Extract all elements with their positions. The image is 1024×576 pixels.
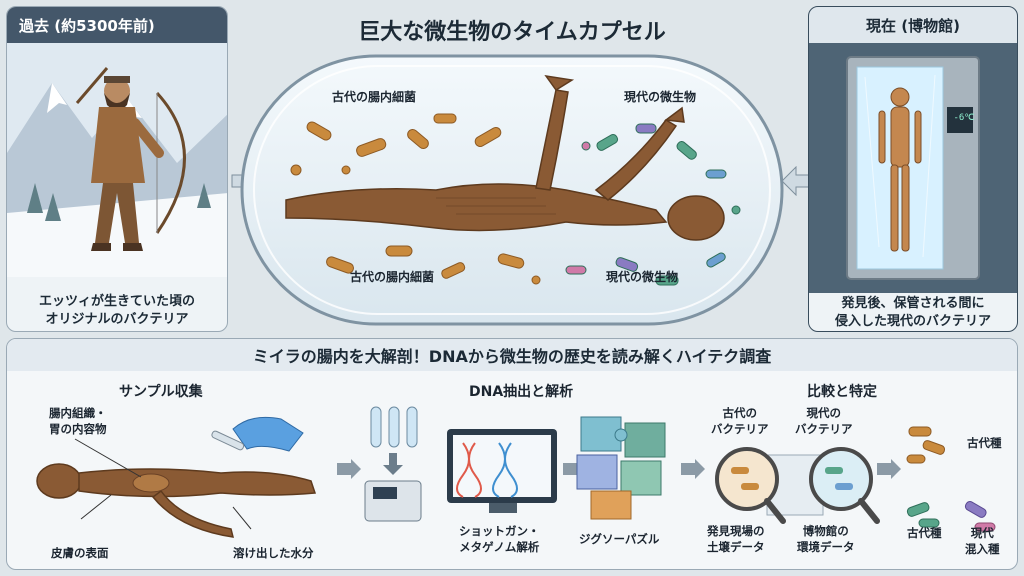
result-bacteria-illustration <box>906 426 996 532</box>
label-shotgun-metagenomics: ショットガン・ メタゲノム解析 <box>459 524 540 554</box>
label-site-soil-data: 発見現場の 土壌データ <box>707 524 765 554</box>
present-caption: 発見後、保管される間に 侵入した現代のバクテリア <box>809 293 1017 331</box>
mummy-sampling-illustration <box>36 416 317 538</box>
museum-freezer-illustration <box>846 56 980 280</box>
present-title: 現在 (博物館) <box>809 7 1017 43</box>
present-panel: 現在 (博物館) -6℃ 発見後、保管される間に 侵入した現代のバクテリア <box>808 6 1018 332</box>
label-skin-surface: 皮膚の表面 <box>51 546 109 560</box>
flow-arrow-icon <box>681 459 705 479</box>
flow-arrow-icon <box>337 459 361 479</box>
flow-arrow-icon <box>877 459 901 479</box>
label-ancient-bacteria: 古代の バクテリア <box>711 406 769 436</box>
magnifier-comparison-illustration <box>715 447 880 524</box>
step-dna-analysis-title: DNA抽出と解析 <box>469 384 574 400</box>
freezer-temp-display: -6℃ <box>953 113 975 123</box>
label-result-modern: 現代 混入種 <box>965 526 1000 556</box>
dna-lab-illustration <box>364 406 557 522</box>
capsule-label-modern-bottom: 現代の微生物 <box>606 270 679 284</box>
capsule-title: 巨大な微生物のタイムカプセル <box>358 20 666 45</box>
label-modern-bacteria: 現代の バクテリア <box>795 406 853 436</box>
capsule-label-ancient-bottom: 古代の腸内細菌 <box>350 270 435 284</box>
iceman-hunter-illustration <box>7 43 227 277</box>
capsule-label-modern-top: 現代の微生物 <box>624 90 697 104</box>
puzzle-illustration <box>576 416 666 520</box>
analysis-title: ミイラの腸内を大解剖！DNAから微生物の歴史を読み解くハイテク調査 <box>7 339 1017 371</box>
time-capsule-illustration <box>240 54 784 326</box>
capsule-label-ancient-top: 古代の腸内細菌 <box>332 90 417 104</box>
label-result-ancient-1: 古代種 <box>967 436 1002 450</box>
label-museum-env-data: 博物館の 環境データ <box>797 524 855 554</box>
past-title: 過去 (約5300年前) <box>7 7 227 43</box>
capsule-panel: 巨大な微生物のタイムカプセル <box>236 6 788 332</box>
past-panel: 過去 (約5300年前) エッツィが生きていた頃の オリジナルのバクテリア <box>6 6 228 332</box>
step-sample-collection-title: サンプル収集 <box>119 384 203 400</box>
analysis-panel: ミイラの腸内を大解剖！DNAから微生物の歴史を読み解くハイテク調査 サンプル収集… <box>6 338 1018 570</box>
label-tissue: 腸内組織・ 胃の内容物 <box>49 406 107 436</box>
label-jigsaw-puzzle: ジグソーパズル <box>579 532 660 546</box>
past-caption: エッツィが生きていた頃の オリジナルのバクテリア <box>38 294 195 327</box>
label-melt-water: 溶け出した水分 <box>233 546 314 560</box>
label-result-ancient-2: 古代種 <box>907 526 942 540</box>
mummy-body <box>285 74 725 241</box>
step-compare-identify-title: 比較と特定 <box>807 384 877 400</box>
